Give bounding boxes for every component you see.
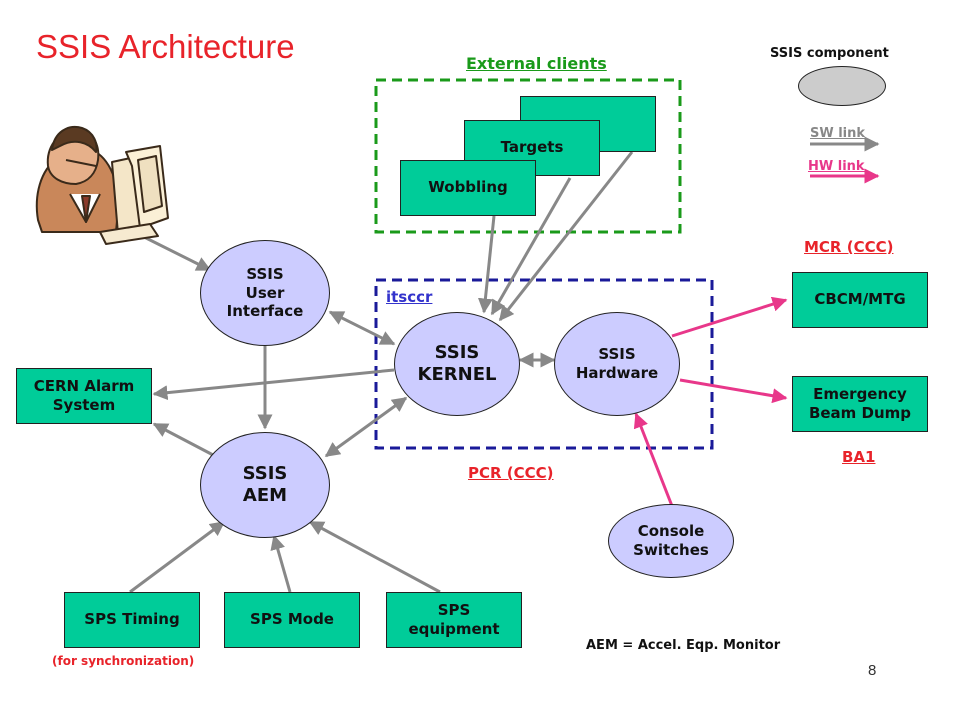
- sps-equipment-box: SPS equipment: [386, 592, 522, 648]
- link-kernel-to-alarm: [152, 368, 395, 401]
- console-switches: Console Switches: [608, 504, 734, 578]
- mcr-label: MCR (CCC): [804, 238, 894, 256]
- ba1-label: BA1: [842, 448, 876, 466]
- link-ui-kernel: [328, 310, 396, 346]
- legend-sw-label: SW link: [810, 126, 866, 141]
- pcr-label: PCR (CCC): [468, 464, 554, 482]
- sps-timing-label: SPS Timing: [84, 610, 180, 629]
- page-title: SSIS Architecture: [36, 28, 295, 65]
- link-targets-to-kernel: [490, 177, 572, 316]
- link-hardware-to-cbcm: [671, 296, 788, 338]
- sps-mode-label: SPS Mode: [250, 610, 334, 629]
- legend-component-label: SSIS component: [770, 46, 889, 61]
- aem-definition: AEM = Accel. Eqp. Monitor: [586, 638, 781, 653]
- sync-note: (for synchronization): [52, 654, 195, 668]
- cern-alarm-system: CERN Alarm System: [16, 368, 152, 424]
- sps-timing-box: SPS Timing: [64, 592, 200, 648]
- link-equipment-to-aem: [308, 520, 441, 594]
- itsccr-zone: [374, 278, 714, 450]
- legend-component-swatch: [798, 66, 886, 106]
- ssis-aem: SSIS AEM: [200, 432, 330, 538]
- page-number: 8: [868, 662, 877, 679]
- sps-mode-box: SPS Mode: [224, 592, 360, 648]
- wobbling-label: Wobbling: [428, 178, 508, 197]
- link-console-to-hardware: [633, 412, 674, 507]
- emergency-beam-dump: Emergency Beam Dump: [792, 376, 928, 432]
- ssis-hardware: SSIS Hardware: [554, 312, 680, 416]
- user-computer-icon: [35, 126, 169, 245]
- itsccr-label: itsccr: [386, 288, 433, 306]
- link-timing-to-aem: [129, 520, 226, 594]
- link-user-to-ui: [141, 234, 212, 272]
- legend-hw-label: HW link: [808, 159, 865, 174]
- link-hardware-to-emergency: [679, 378, 788, 404]
- ssis-user-interface: SSIS User Interface: [200, 240, 330, 346]
- link-wobbling-to-kernel: [477, 215, 496, 314]
- link-aem-kernel: [324, 396, 408, 458]
- targets-label: Targets: [500, 138, 564, 157]
- cbcm-mtg-label: CBCM/MTG: [814, 290, 906, 309]
- wobbling-box: Wobbling: [400, 160, 536, 216]
- external-clients-zone: [374, 78, 682, 234]
- link-client-to-kernel: [498, 151, 634, 322]
- link-mode-to-aem: [270, 534, 292, 593]
- ssis-kernel: SSIS KERNEL: [394, 312, 520, 416]
- link-aem-to-alarm: [152, 422, 216, 458]
- external-clients-label: External clients: [466, 54, 607, 73]
- cbcm-mtg-box: CBCM/MTG: [792, 272, 928, 328]
